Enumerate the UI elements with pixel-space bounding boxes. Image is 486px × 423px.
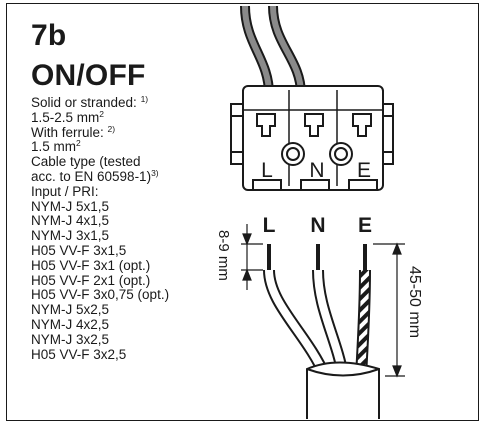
conductor-tips [267,244,367,270]
cable-item: H05 VV-F 3x1,5 [31,242,127,258]
wire-label-n: N [310,214,325,237]
footnote-ref-3: 3) [151,167,159,178]
cable-item: H05 VV-F 3x0,75 (opt.) [31,287,170,303]
spec-cable-type-2: acc. to EN 60598-1) [31,168,152,184]
input-wires [240,5,306,95]
terminal-labels: L N E [261,159,371,182]
cable-item: NYM-J 4x1,5 [31,213,110,229]
cable-item: H05 VV-F 3x1 (opt.) [31,257,151,273]
spec-ferrule-line: With ferrule: 2) [31,123,241,141]
sheath-length-label: 45-50 mm [406,266,423,338]
spec-ferrule-label: With ferrule: [31,124,104,140]
footnote-ref-1: 1) [140,94,149,104]
terminal-label-n: N [309,159,324,182]
terminal-label-l: L [261,159,273,182]
spec-solid-range: 1.5-2.5 mm [31,109,100,125]
spec-input-label: Input / PRI: [31,183,99,199]
wiring-diagram: L N E L N E [215,5,423,419]
spec-ferrule-size-line: 1.5 mm2 [31,138,241,155]
spec-cable-type-2-line: acc. to EN 60598-1)3) [31,167,241,185]
terminal-label-e: E [357,159,371,182]
spec-solid-line: Solid or stranded: 1) [31,94,241,111]
spec-list: Solid or stranded: 1) 1.5-2.5 mm2 With f… [31,94,241,362]
strip-length-label: 8-9 mm [215,230,232,281]
strip-length-dimension [241,224,263,290]
cable-item: NYM-J 5x1,5 [31,198,110,214]
spec-cable-type-1: Cable type (tested [31,154,141,170]
cable-item: NYM-J 4x2,5 [31,316,110,332]
cable-sheath [306,361,380,419]
cable-item: H05 VV-F 3x2,5 [31,346,127,362]
sheath-length-dimension [373,242,405,378]
cable-item: NYM-J 3x2,5 [31,331,110,347]
cable-item: NYM-J 5x2,5 [31,302,110,318]
cable-item: NYM-J 3x1,5 [31,228,110,244]
exponent-2: 2 [76,138,81,149]
step-title: ON/OFF [31,59,146,92]
exponent-2: 2 [99,108,105,119]
spec-ferrule-size: 1.5 mm [31,139,77,155]
spec-solid-label: Solid or stranded: [31,95,137,110]
footnote-ref-2: 2) [107,123,116,134]
wire-labels: L N E [263,214,372,237]
instruction-panel: 7b ON/OFF Solid or stranded: 1) 1.5-2.5 … [6,3,479,421]
step-number: 7b [31,19,67,52]
spec-solid-range-line: 1.5-2.5 mm2 [31,108,241,126]
cable-item: H05 VV-F 2x1 (opt.) [31,272,151,288]
terminal-block [230,85,394,191]
wire-label-e: E [358,214,372,237]
insulated-wires [263,269,371,379]
wire-label-l: L [263,214,276,237]
